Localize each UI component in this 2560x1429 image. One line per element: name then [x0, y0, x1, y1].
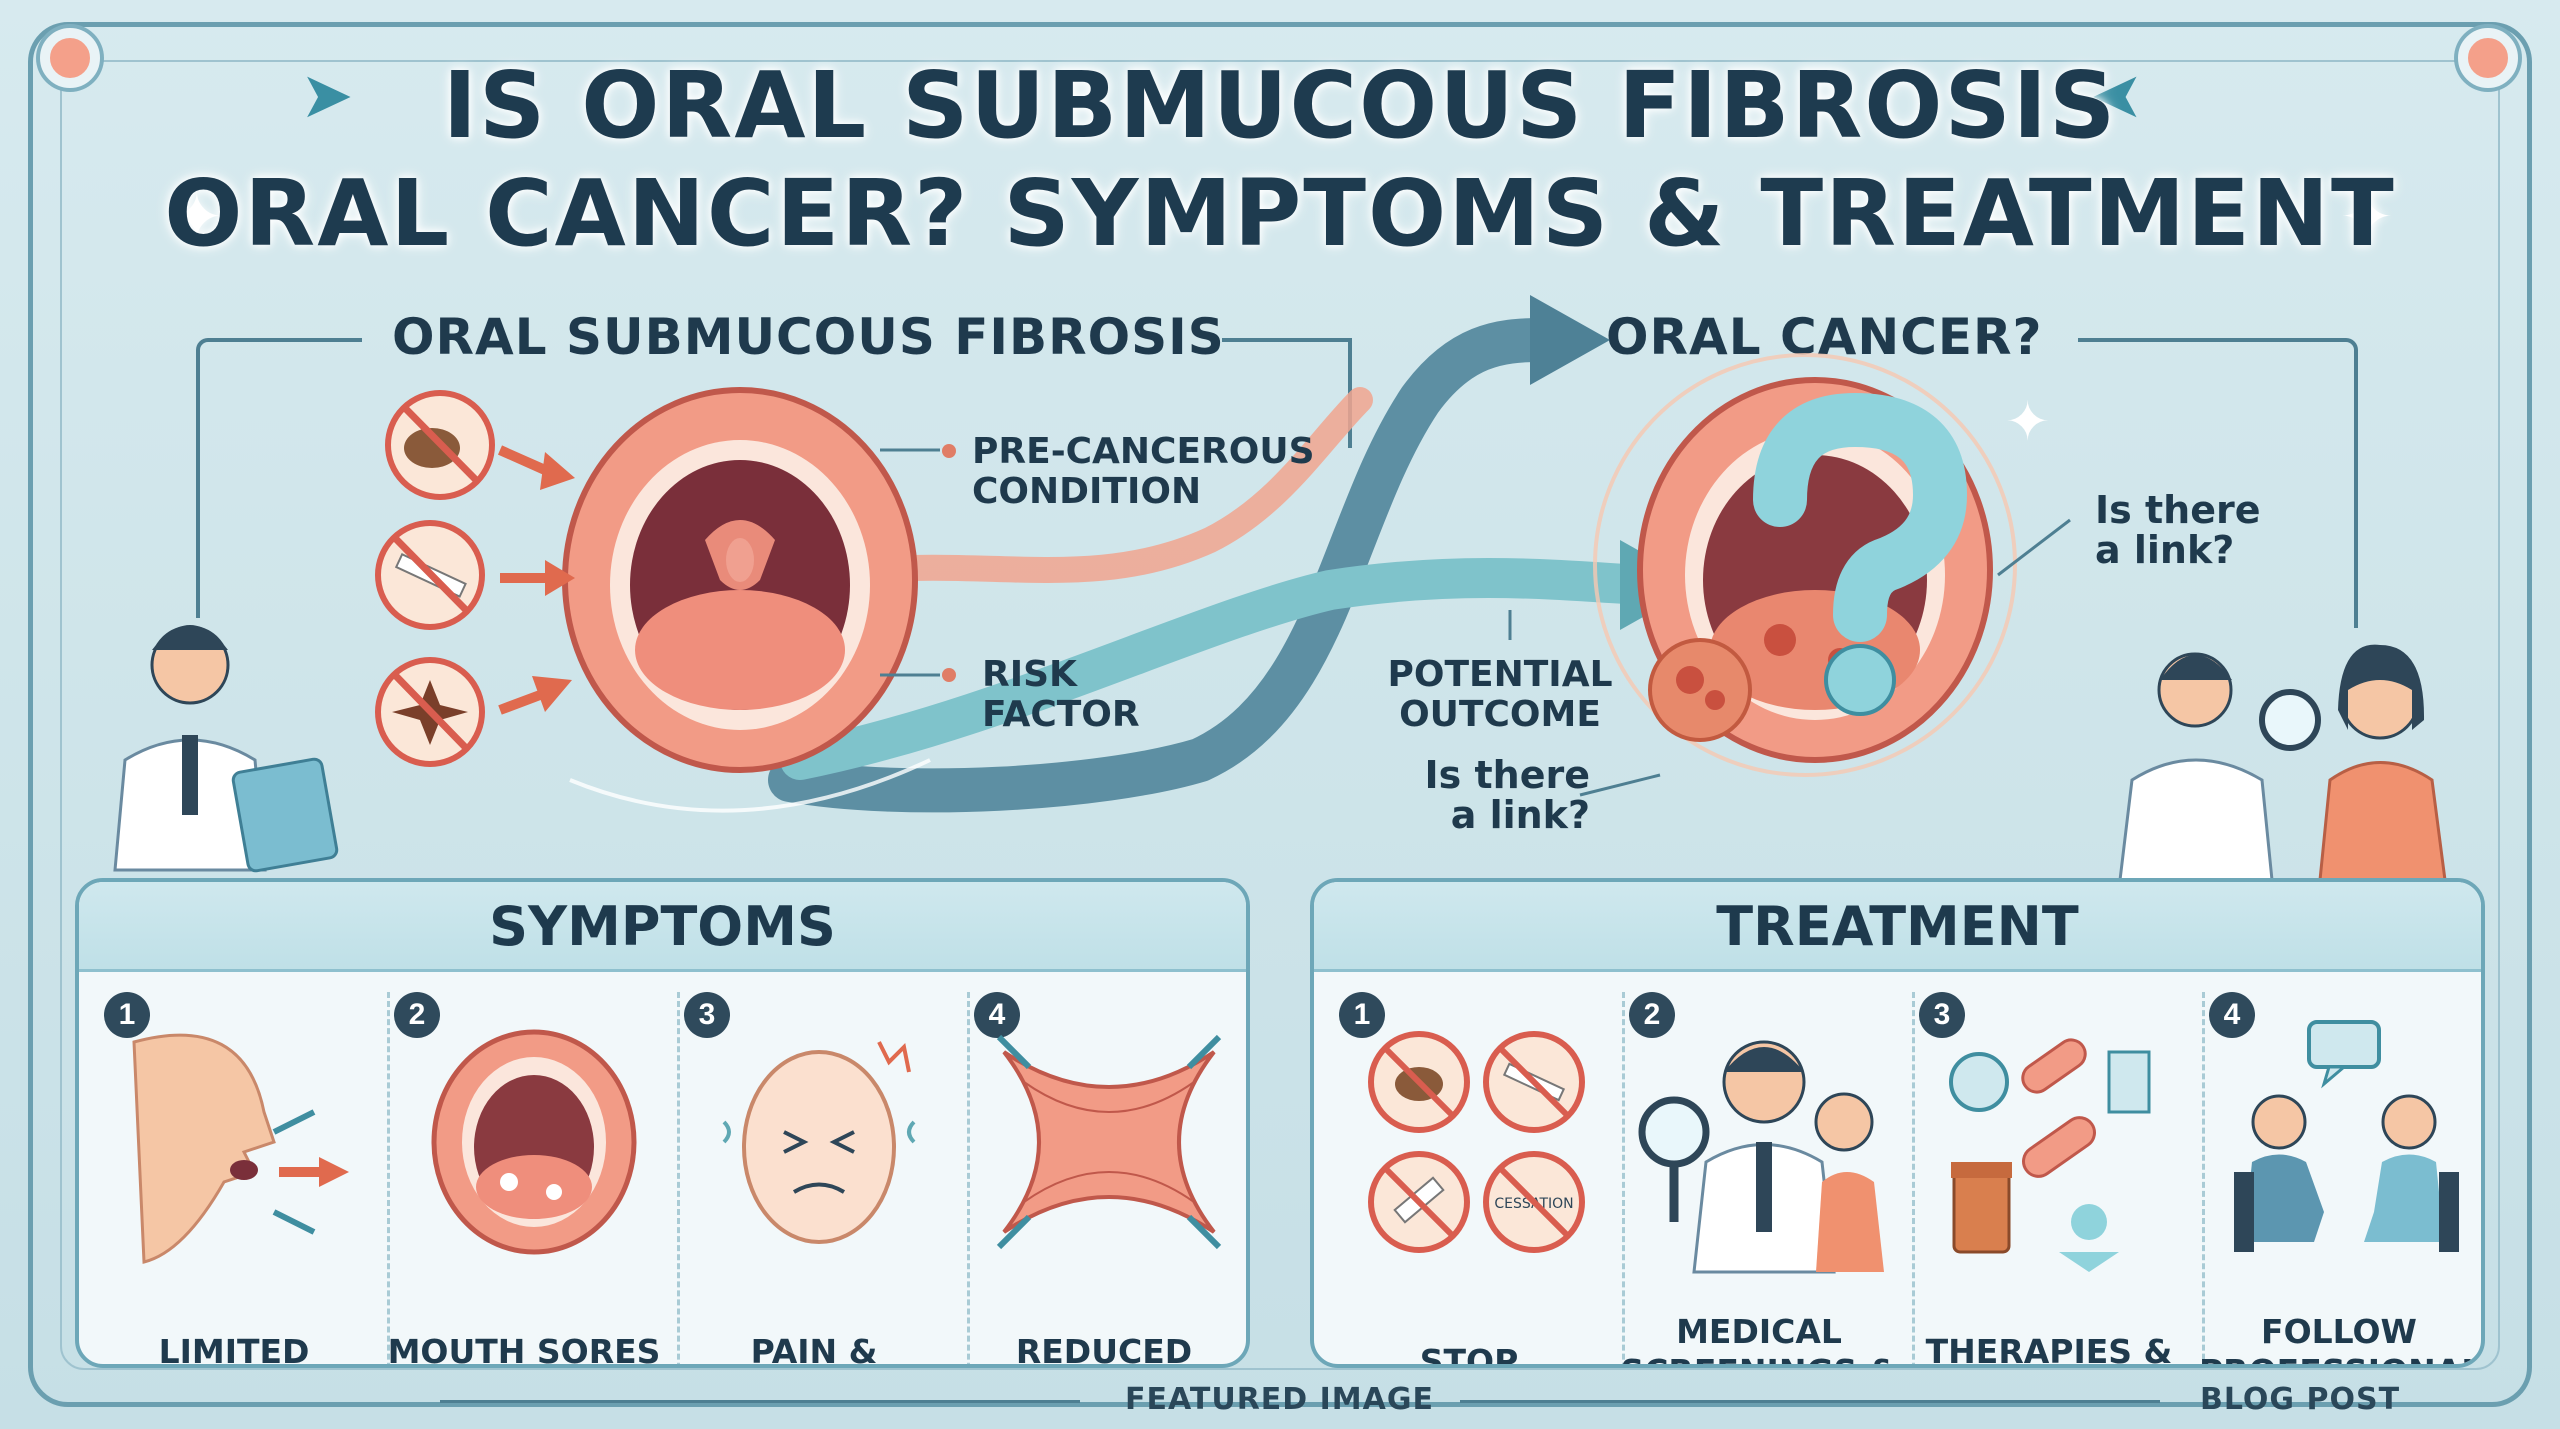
- question-mark-icon: [1753, 392, 1968, 716]
- pre-cancerous-label: Pre-cancerous condition: [972, 431, 1315, 512]
- left-bracket: [196, 338, 362, 618]
- symptom-label-1: Limited mouth opening: [158, 1332, 310, 1368]
- symptoms-heading: Symptoms: [79, 882, 1246, 972]
- title-arrow-icon-left: ➤: [300, 59, 354, 131]
- spice-icon: [375, 657, 485, 767]
- symptom-number-2: 2: [394, 992, 440, 1038]
- doctor-left-icon: [113, 625, 339, 873]
- face-limited-opening-icon: [132, 1033, 349, 1264]
- outer-frame: [28, 22, 2532, 1407]
- treatment-heading: Treatment: [1314, 882, 2481, 972]
- risk-factor-label: Risk factor: [982, 654, 1140, 735]
- footer-line-left: [440, 1400, 1080, 1403]
- open-mouth-left: [562, 387, 918, 773]
- treatment-label-2: Medical screenings & check-ups: [1620, 1312, 1897, 1364]
- right-bracket: [2078, 338, 2358, 628]
- consultation-icon: [2234, 1020, 2459, 1252]
- leader-link-left: [1579, 773, 1661, 797]
- potential-outcome-label: Potential outcome: [1387, 654, 1613, 735]
- treatment-number-1: 1: [1339, 992, 1385, 1038]
- inner-frame: [60, 60, 2500, 1370]
- cigarette-icon: [375, 520, 485, 630]
- symptom-label-2: Mouth sores & patches: [387, 1332, 661, 1368]
- leader-link-right: [1997, 518, 2071, 577]
- sparkle-icon-right: ✦: [2340, 181, 2394, 253]
- corner-ornament-top-right: [2458, 28, 2518, 88]
- corner-ornament-top-left: [40, 28, 100, 88]
- flow-arrow-main: [768, 318, 1562, 813]
- treatment-label-1: Stop harmful habits: [1419, 1342, 1519, 1368]
- symptom-card-4: 4 Reduced flexibility: [964, 982, 1244, 1368]
- osf-heading: Oral Submucous Fibrosis: [392, 308, 1225, 366]
- magnifier-icon: [2259, 689, 2321, 751]
- footer-line-right: [1460, 1400, 2160, 1403]
- treatment-number-2: 2: [1629, 992, 1675, 1038]
- treatment-separator-1: [1622, 992, 1625, 1364]
- areca-nut-icon: [385, 390, 495, 500]
- treatment-card-3: 3 Therapies & medications: [1909, 982, 2189, 1368]
- patient-icon: [2318, 644, 2447, 882]
- treatment-card-4: 4 Follow professional advice: [2199, 982, 2481, 1364]
- treatment-label-4: Follow professional advice: [2199, 1312, 2481, 1364]
- link-question-right: Is there a link?: [2095, 488, 2261, 572]
- tumor-icon: [1648, 638, 1752, 742]
- medication-icon: [1949, 1038, 2151, 1272]
- doctor-right-icon: [2118, 652, 2321, 882]
- risk-arrows: [497, 445, 575, 715]
- dot-pre-cancerous: [942, 444, 956, 458]
- title-line-2: Oral Cancer? Symptoms & Treatment: [164, 160, 2396, 267]
- fibrosis-band: [857, 387, 1373, 583]
- sparkle-icon-left: ✦: [170, 181, 224, 253]
- symptom-separator-2: [677, 992, 680, 1364]
- no-habits-icon: CESSATION: [1368, 1031, 1585, 1253]
- stiff-tissue-icon: [996, 1034, 1222, 1250]
- treatment-panel: Treatment 1 CESSATION Stop harmful habit…: [1310, 878, 2485, 1368]
- dot-risk-factor: [942, 668, 956, 682]
- treatment-card-1: 1 CESSATION Stop harmful habits: [1329, 982, 1609, 1368]
- footer-featured-image: Featured Image: [1125, 1382, 1434, 1417]
- symptom-label-3: Pain & discomfort: [750, 1332, 878, 1368]
- symptom-separator-3: [967, 992, 970, 1364]
- symptom-card-3: 3 Pain & discomfort: [674, 982, 954, 1368]
- symptom-number-3: 3: [684, 992, 730, 1038]
- symptom-card-1: 1 Limited mouth opening: [94, 982, 374, 1368]
- treatment-card-2: 2 Medical screenings & check-ups: [1619, 982, 1899, 1364]
- symptom-number-4: 4: [974, 992, 1020, 1038]
- treatment-number-3: 3: [1919, 992, 1965, 1038]
- symptom-card-2: 2 Mouth sores & patches: [384, 982, 664, 1368]
- symptoms-panel: Symptoms 1 Limited mouth opening 2 Mouth…: [75, 878, 1250, 1368]
- flow-arrow-head-main: [1530, 295, 1610, 385]
- mouth-sores-icon: [431, 1029, 637, 1255]
- treatment-separator-3: [2202, 992, 2205, 1364]
- treatment-label-3: Therapies & medications: [1925, 1332, 2173, 1368]
- title-line-1: Is Oral Submucous Fibrosis: [442, 52, 2118, 159]
- treatment-number-4: 4: [2209, 992, 2255, 1038]
- link-question-left: Is there a link?: [1424, 753, 1591, 837]
- sparkle-icon-right-diagram: ✦: [2005, 392, 2050, 452]
- symptom-number-1: 1: [104, 992, 150, 1038]
- symptom-label-4: Reduced flexibility: [1015, 1332, 1193, 1368]
- treatment-separator-2: [1912, 992, 1915, 1364]
- symptom-separator-1: [387, 992, 390, 1364]
- pain-face-icon: [722, 1041, 916, 1244]
- doctor-screening-icon: [1638, 1040, 1884, 1274]
- footer-blog-post: Blog Post: [2200, 1382, 2401, 1417]
- flow-arrow-secondary: [780, 558, 1660, 780]
